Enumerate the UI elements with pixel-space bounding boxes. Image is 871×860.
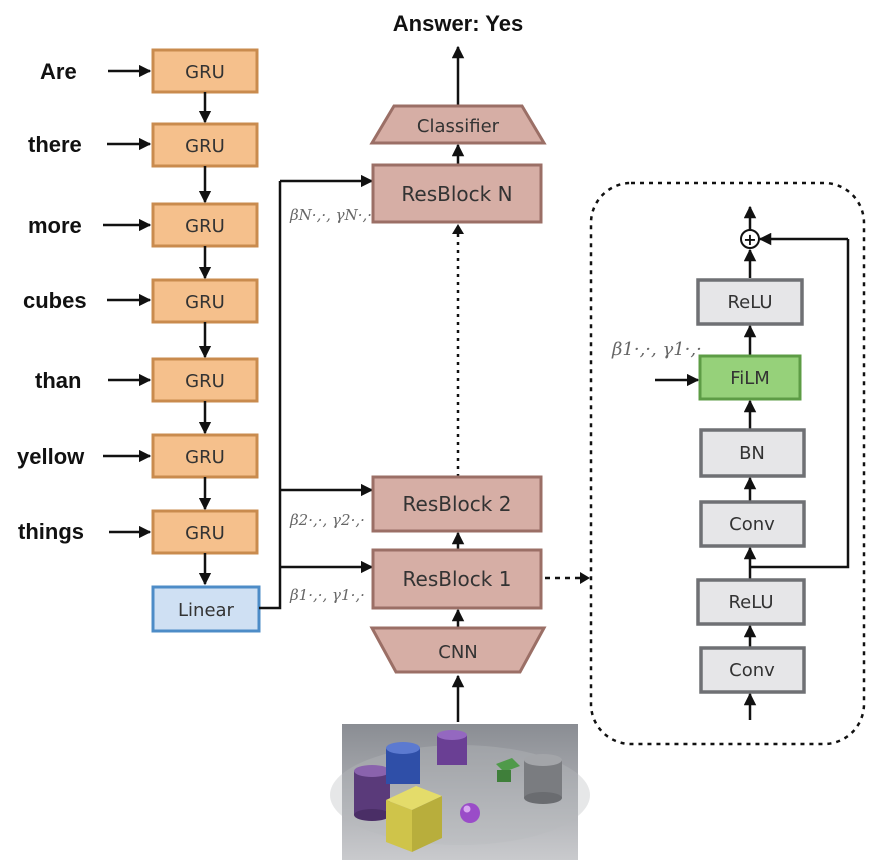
gru-cell: GRU [151, 509, 259, 555]
cnn: CNN [369, 626, 547, 674]
conv-lower-label: Conv [729, 660, 775, 681]
resblock-pipeline: Answer: Yes Classifier ResBlock N ResBlo… [369, 11, 590, 722]
add-node: + [740, 229, 760, 249]
linear-label: Linear [178, 600, 235, 621]
question-word: there [28, 132, 82, 157]
gru-cell: GRU [151, 357, 259, 403]
gru-label: GRU [185, 216, 225, 237]
gru-label: GRU [185, 447, 225, 468]
bn-label: BN [739, 443, 765, 464]
conv-lower: Conv [699, 646, 806, 694]
resblock-1: ResBlock 1 [371, 548, 543, 610]
question-word: things [18, 519, 84, 544]
film-param-label-2: β2·,·, γ2·,· [289, 511, 365, 529]
answer-text: Answer: Yes [393, 11, 523, 36]
question-word: than [35, 368, 81, 393]
film-param-wiring: βN·,·, γN·,· β2·,·, γ2·,· β1·,·, γ1·,· [259, 174, 374, 610]
gru-label: GRU [185, 136, 225, 157]
film-label: FiLM [730, 368, 770, 389]
resblock-n-label: ResBlock N [401, 182, 512, 206]
gru-cell: GRU [151, 202, 259, 248]
film-param-label-detail: β1·,·, γ1·,· [611, 339, 702, 360]
film-param-label-n: βN·,·, γN·,· [289, 206, 372, 224]
gru-label: GRU [185, 292, 225, 313]
resblock-1-label: ResBlock 1 [403, 567, 512, 591]
question-word: yellow [17, 444, 85, 469]
question-word: more [28, 213, 82, 238]
cnn-label: CNN [438, 642, 478, 663]
relu-bottom-label: ReLU [728, 592, 773, 613]
gru-cell: GRU [151, 278, 259, 324]
resblock-2: ResBlock 2 [371, 475, 543, 533]
gru-label: GRU [185, 371, 225, 392]
input-scene-image [330, 724, 590, 860]
gru-label: GRU [185, 523, 225, 544]
relu-top-label: ReLU [727, 292, 772, 313]
resblock-detail-panel: + ReLU FiLM β1·,·, γ1·,· BN Conv [589, 181, 866, 746]
resblock-2-label: ResBlock 2 [403, 492, 512, 516]
bn-layer: BN [699, 428, 806, 478]
classifier-label: Classifier [417, 116, 500, 137]
relu-top: ReLU [696, 278, 804, 326]
conv-upper-label: Conv [729, 514, 775, 535]
conv-upper: Conv [699, 500, 806, 548]
question-word: cubes [23, 288, 87, 313]
gru-cell: GRU [151, 433, 259, 479]
gru-cell: GRU [151, 48, 259, 94]
add-symbol: + [743, 230, 756, 249]
relu-bottom: ReLU [696, 578, 806, 626]
question-encoder: Are there more cubes than yellow things … [17, 48, 261, 633]
linear-layer: Linear [151, 585, 261, 633]
gru-cell: GRU [151, 122, 259, 168]
film-param-label-1: β1·,·, γ1·,· [289, 586, 365, 604]
film-layer: FiLM [698, 354, 802, 401]
question-word: Are [40, 59, 77, 84]
classifier: Classifier [369, 104, 547, 145]
resblock-n: ResBlock N [371, 163, 543, 224]
gru-label: GRU [185, 62, 225, 83]
